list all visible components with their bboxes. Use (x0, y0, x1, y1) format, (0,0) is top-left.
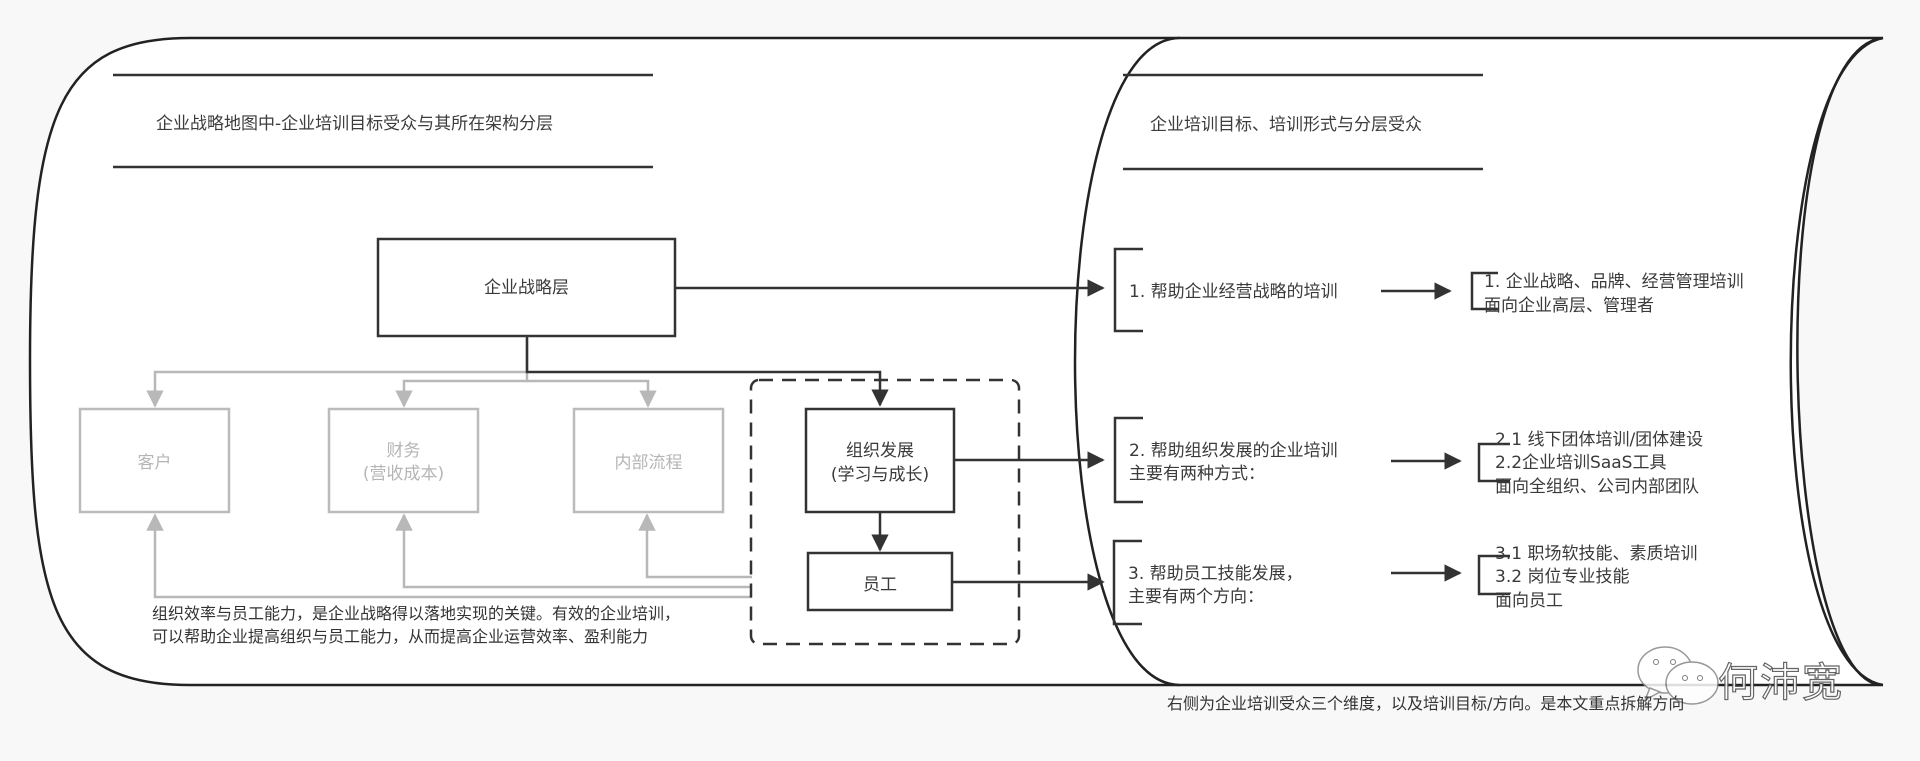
goal1-text: 1. 帮助企业经营战略的培训 (1129, 282, 1338, 302)
detail3-line1: 3.1 职场软技能、素质培训 (1495, 544, 1698, 564)
goal2-text-line2: 主要有两种方式： (1129, 464, 1265, 484)
watermark-text: 何沛宽 (1717, 659, 1844, 706)
left-note-line2: 可以帮助企业提高组织与员工能力，从而提高企业运营效率、盈利能力 (152, 627, 649, 646)
customer-box-label: 客户 (137, 453, 172, 473)
connector-strategy-finance (395, 372, 529, 408)
process-box[interactable] (572, 407, 725, 514)
wechat-icon (1637, 646, 1719, 705)
detail2-bracket (1477, 442, 1510, 483)
finance-box[interactable] (327, 407, 480, 514)
left-note-line1: 组织效率与员工能力，是企业战略得以落地实现的关键。有效的企业培训， (152, 604, 681, 623)
finance-box-label-line2: (营收成本) (362, 464, 445, 484)
goal2-bracket (1113, 416, 1143, 504)
right-panel-shape (1073, 36, 1884, 687)
footer-note: 右侧为企业培训受众三个维度，以及培训目标/方向。是本文重点拆解方向 (1167, 694, 1685, 713)
org-box-label-line2: (学习与成长) (830, 465, 930, 485)
customer-box[interactable] (78, 407, 231, 514)
detail1-line2: 面向企业高层、管理者 (1484, 296, 1654, 316)
employee-box-label: 员工 (863, 575, 897, 595)
employee-box[interactable] (806, 551, 954, 612)
finance-box-label-line1: 财务 (386, 441, 421, 461)
goal3-text-line1: 3. 帮助员工技能发展， (1128, 564, 1303, 584)
detail2-line3: 面向全组织、公司内部团队 (1495, 477, 1699, 497)
connector-feedback-customer (146, 513, 752, 599)
goal1-bracket (1113, 247, 1143, 333)
org-employee-group (749, 378, 1021, 646)
detail3-bracket (1477, 554, 1510, 596)
detail2-line2: 2.2企业培训SaaS工具 (1495, 453, 1667, 473)
detail3-line3: 面向员工 (1495, 591, 1563, 611)
goal3-bracket (1112, 539, 1142, 626)
detail3-line2: 3.2 岗位专业技能 (1495, 567, 1630, 587)
connector-feedback-process (638, 513, 752, 579)
connector-strategy-org (525, 336, 889, 407)
goal2-text-line1: 2. 帮助组织发展的企业培训 (1129, 441, 1338, 461)
detail1-bracket (1470, 271, 1498, 311)
left-panel-title: 企业战略地图中-企业培训目标受众与其所在架构分层 (156, 114, 554, 134)
strategy-box-label: 企业战略层 (484, 278, 569, 298)
org-box-label-line1: 组织发展 (846, 441, 914, 461)
goal3-text-line2: 主要有两个方向： (1128, 587, 1264, 607)
right-panel-title: 企业培训目标、培训形式与分层受众 (1150, 115, 1422, 135)
detail2-line1: 2.1 线下团体培训/团体建设 (1495, 430, 1704, 450)
connector-strategy-process (527, 379, 657, 408)
right-endcap (1789, 36, 1884, 687)
detail1-line1: 1. 企业战略、品牌、经营管理培训 (1484, 272, 1744, 292)
process-box-label: 内部流程 (614, 453, 683, 473)
connector-feedback-finance (395, 513, 752, 589)
